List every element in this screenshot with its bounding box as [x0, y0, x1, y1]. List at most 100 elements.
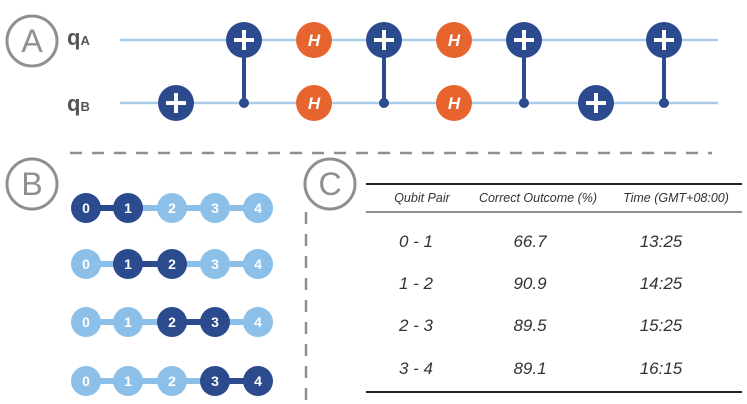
qubit-node	[200, 249, 230, 279]
cnot-gate	[366, 22, 402, 108]
control-dot	[379, 98, 389, 108]
hadamard-label: H	[448, 94, 461, 113]
qubit-node-label: 0	[82, 373, 90, 389]
target-gate	[226, 22, 262, 58]
table-cell-pair: 3 - 4	[399, 359, 433, 378]
table-cell-outcome: 66.7	[513, 232, 547, 251]
table-cell-outcome: 89.5	[513, 316, 547, 335]
cnot-gate	[506, 22, 542, 108]
qubit-node	[113, 307, 143, 337]
gate-sequence: H H H H	[158, 22, 682, 121]
panel-a-letter: A	[21, 23, 43, 59]
qubit-node	[113, 249, 143, 279]
panel-c: C Qubit Pair Correct Outcome (%) Time (G…	[303, 157, 742, 393]
qubit-node	[157, 366, 187, 396]
cnot-gate	[646, 22, 682, 108]
qubit-node-label: 0	[82, 256, 90, 272]
qubit-node	[243, 307, 273, 337]
qubit-node	[243, 193, 273, 223]
qubit-label-b-sub: B	[80, 99, 89, 114]
qubit-node	[71, 307, 101, 337]
target-gate	[366, 22, 402, 58]
panel-a-circle	[5, 14, 59, 68]
table-header-time: Time (GMT+08:00)	[623, 191, 729, 205]
gate-circle	[296, 85, 332, 121]
qubit-node	[200, 193, 230, 223]
qubit-node-label: 2	[168, 256, 176, 272]
qubit-node-label: 3	[211, 256, 219, 272]
hadamard-gate: H	[436, 22, 472, 58]
table-cell-time: 15:25	[640, 316, 683, 335]
x-gate	[578, 85, 614, 121]
table-header-pair: Qubit Pair	[394, 191, 450, 205]
qubit-node	[200, 307, 230, 337]
table-cell-pair: 0 - 1	[399, 232, 433, 251]
hadamard-gate: H	[296, 22, 332, 58]
target-gate	[646, 22, 682, 58]
gate-circle	[436, 22, 472, 58]
table-cell-outcome: 89.1	[513, 359, 546, 378]
qubit-label-a-sub: A	[80, 33, 90, 48]
panel-c-circle	[303, 157, 357, 211]
qubit-node	[113, 366, 143, 396]
panel-b-circle	[5, 157, 59, 211]
target-gate	[506, 22, 542, 58]
qubit-node-label: 3	[211, 200, 219, 216]
qubit-node-label: 4	[254, 314, 262, 330]
qubit-chain: 0 1 2 3 4	[71, 366, 273, 396]
table-cell-time: 16:15	[640, 359, 683, 378]
table-cell-outcome: 90.9	[513, 274, 547, 293]
qubit-node-label: 4	[254, 373, 262, 389]
table-header-outcome: Correct Outcome (%)	[479, 191, 597, 205]
qubit-node	[71, 193, 101, 223]
qubit-node-label: 2	[168, 200, 176, 216]
hadamard-label: H	[308, 94, 321, 113]
control-dot	[659, 98, 669, 108]
hadamard-gate: H	[436, 85, 472, 121]
qubit-node	[157, 193, 187, 223]
qubit-label-b: qB	[67, 91, 90, 116]
qubit-label-a: qA	[67, 25, 90, 50]
gate-circle	[296, 22, 332, 58]
qubit-node-label: 0	[82, 200, 90, 216]
qubit-node-label: 1	[124, 314, 132, 330]
table-cell-time: 14:25	[640, 274, 683, 293]
qubit-node-label: 2	[168, 314, 176, 330]
qubit-label-a-base: q	[67, 25, 80, 50]
panel-c-letter: C	[318, 166, 341, 202]
qubit-chain: 0 1 2 3 4	[71, 193, 273, 223]
hadamard-gate: H	[296, 85, 332, 121]
qubit-node	[71, 366, 101, 396]
qubit-node-label: 1	[124, 373, 132, 389]
qubit-node-label: 0	[82, 314, 90, 330]
hadamard-label: H	[448, 31, 461, 50]
cnot-gate	[226, 22, 262, 108]
gate-circle	[436, 85, 472, 121]
x-gate	[158, 85, 194, 121]
qubit-node	[157, 307, 187, 337]
control-dot	[519, 98, 529, 108]
qubit-node-label: 3	[211, 373, 219, 389]
qubit-node-label: 4	[254, 200, 262, 216]
qubit-node-label: 2	[168, 373, 176, 389]
table-cell-pair: 2 - 3	[398, 316, 434, 335]
qubit-label-b-base: q	[67, 91, 80, 116]
qubit-node	[200, 366, 230, 396]
panel-b-letter: B	[21, 166, 42, 202]
control-dot	[239, 98, 249, 108]
qubit-node	[243, 249, 273, 279]
table-cell-time: 13:25	[640, 232, 683, 251]
hadamard-label: H	[308, 31, 321, 50]
qubit-node-label: 1	[124, 256, 132, 272]
qubit-node	[157, 249, 187, 279]
qubit-node-label: 1	[124, 200, 132, 216]
table-cell-pair: 1 - 2	[399, 274, 434, 293]
qubit-node	[243, 366, 273, 396]
